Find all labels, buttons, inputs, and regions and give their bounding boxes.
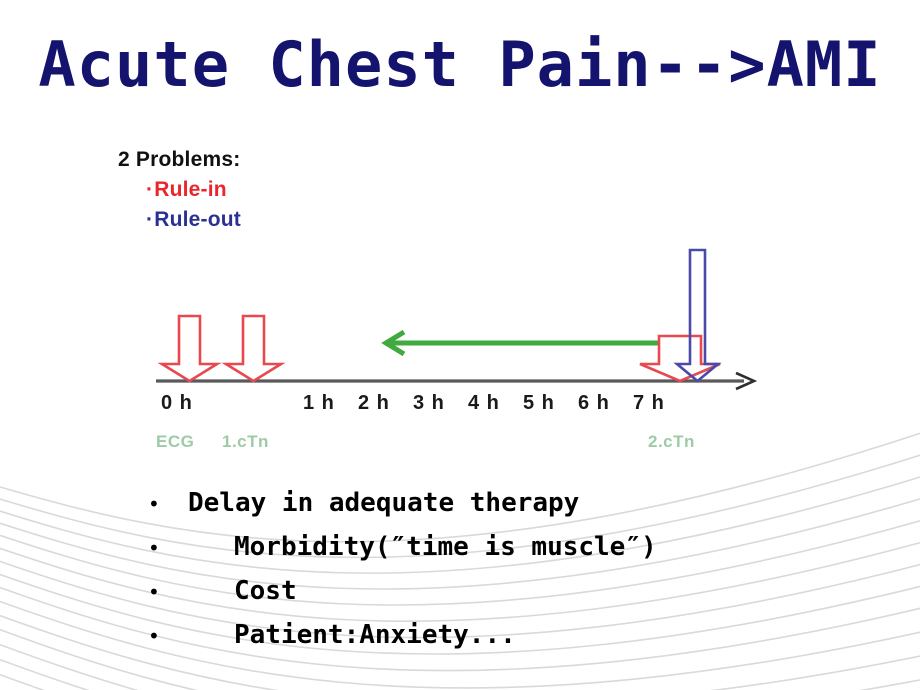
hour-label-0h: 0 h — [161, 392, 193, 414]
hour-label-5h: 5 h — [523, 392, 555, 414]
marker-label-2-ctn: 2.cTn — [648, 432, 695, 451]
bullet-text-morbidity: Morbidity(″time is muscle″) — [234, 532, 657, 562]
bullet-text-delay: Delay in adequate therapy — [188, 488, 580, 518]
list-item: • Cost — [148, 576, 868, 620]
bullet-point-icon: • — [148, 624, 160, 648]
problems-block: 2 Problems: ·Rule-in ·Rule-out — [118, 148, 241, 232]
hour-label-3h: 3 h — [413, 392, 445, 414]
list-item: • Morbidity(″time is muscle″) — [148, 532, 868, 576]
problem-label-rule-in: Rule-in — [154, 178, 227, 201]
problem-item-rule-out: ·Rule-out — [146, 208, 241, 232]
list-item: • Patient:Anxiety... — [148, 620, 868, 664]
bullet-text-cost: Cost — [234, 576, 297, 606]
middot-bullet-icon: · — [146, 208, 154, 231]
hour-label-7h: 7 h — [633, 392, 665, 414]
hour-label-2h: 2 h — [358, 392, 390, 414]
timeline-graphic — [156, 248, 758, 391]
marker-label-ecg: ECG — [156, 432, 195, 451]
hour-label-1h: 1 h — [303, 392, 335, 414]
timeline-figure: 0 h 1 h 2 h 3 h 4 h 5 h 6 h 7 h ECG 1.cT… — [140, 240, 780, 470]
hour-label-4h: 4 h — [468, 392, 500, 414]
bullet-point-icon: • — [148, 492, 160, 516]
problem-label-rule-out: Rule-out — [154, 208, 241, 231]
hour-label-6h: 6 h — [578, 392, 610, 414]
green-arrow-back — [381, 329, 665, 357]
bullet-text-patient-anxiety: Patient:Anxiety... — [234, 620, 516, 650]
page-title: Acute Chest Pain-->AMI — [38, 28, 882, 101]
red-arrow-early — [221, 314, 286, 383]
list-item: • Delay in adequate therapy — [148, 488, 868, 532]
red-arrow-0h — [157, 314, 222, 383]
blue-arrow-7h — [673, 248, 722, 383]
middot-bullet-icon: · — [146, 178, 154, 201]
bullet-list: • Delay in adequate therapy • Morbidity(… — [148, 488, 868, 664]
problem-item-rule-in: ·Rule-in — [146, 178, 241, 202]
red-arrow-7h — [639, 334, 721, 383]
problems-heading: 2 Problems: — [118, 148, 241, 171]
marker-label-1-ctn: 1.cTn — [222, 432, 269, 451]
bullet-point-icon: • — [148, 536, 160, 560]
bullet-point-icon: • — [148, 580, 160, 604]
